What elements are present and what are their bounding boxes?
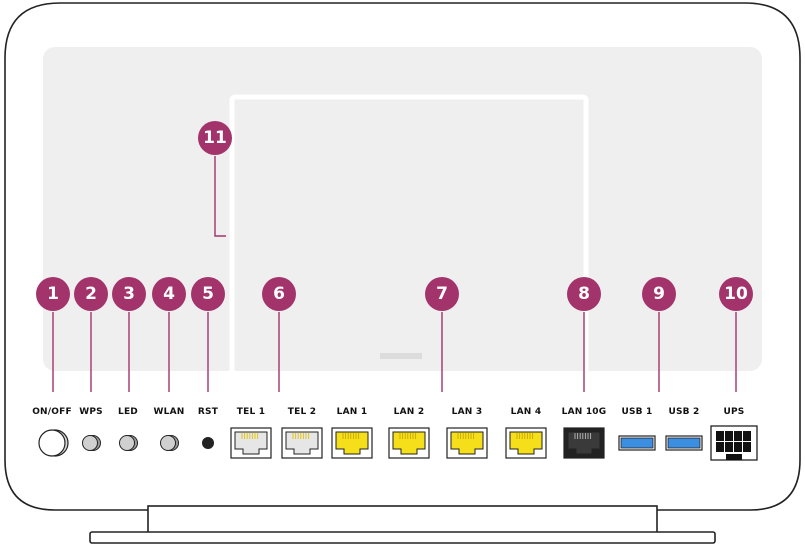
port-rst (202, 437, 214, 449)
port-label: USB 1 (621, 407, 653, 417)
port-wps (82, 435, 101, 451)
callout-badge-8: 8 (567, 277, 601, 311)
port-label: TEL 2 (287, 407, 317, 417)
port-label: LAN 2 (393, 407, 425, 417)
callout-badge-9: 9 (642, 277, 676, 311)
callout-leader-11 (214, 156, 226, 237)
callout-badge-3: 3 (112, 277, 146, 311)
callout-badge-1: 1 (36, 277, 70, 311)
port-label: TEL 1 (236, 407, 266, 417)
port-label: UPS (723, 407, 745, 417)
port-label: ON/OFF (32, 407, 72, 417)
port-label: LAN 10G (561, 407, 607, 417)
port-lan-4 (505, 427, 547, 459)
callout-badge-5: 5 (191, 277, 225, 311)
panel-notch (380, 353, 422, 359)
port-tel-2 (281, 427, 323, 459)
stand-neck (147, 505, 658, 535)
port-label: LAN 1 (336, 407, 368, 417)
port-lan-3 (446, 427, 488, 459)
callout-badge-11: 11 (198, 121, 232, 155)
port-led (119, 435, 138, 451)
port-tel-1 (230, 427, 272, 459)
callout-badge-7: 7 (425, 277, 459, 311)
port-label: LAN 3 (451, 407, 483, 417)
port-lan-2 (388, 427, 430, 459)
stand-base (89, 531, 716, 544)
port-ups (710, 425, 758, 461)
panel-window-frame (229, 94, 589, 372)
callout-badge-2: 2 (74, 277, 108, 311)
port-lan-10g (563, 427, 605, 459)
callout-badge-10: 10 (719, 277, 753, 311)
port-usb-1 (618, 435, 656, 451)
callout-badge-4: 4 (152, 277, 186, 311)
callout-badge-6: 6 (262, 277, 296, 311)
port-wlan (160, 435, 179, 451)
panel-window (246, 109, 570, 371)
port-usb-2 (665, 435, 703, 451)
port-label: RST (197, 407, 219, 417)
port-label: WPS (79, 407, 103, 417)
port-label: USB 2 (668, 407, 700, 417)
ports-group (38, 425, 758, 461)
port-on-off (38, 429, 69, 457)
port-lan-1 (331, 427, 373, 459)
port-label: LED (118, 407, 138, 417)
port-label: WLAN (153, 407, 185, 417)
port-label: LAN 4 (510, 407, 542, 417)
callout-leaders (52, 156, 737, 392)
